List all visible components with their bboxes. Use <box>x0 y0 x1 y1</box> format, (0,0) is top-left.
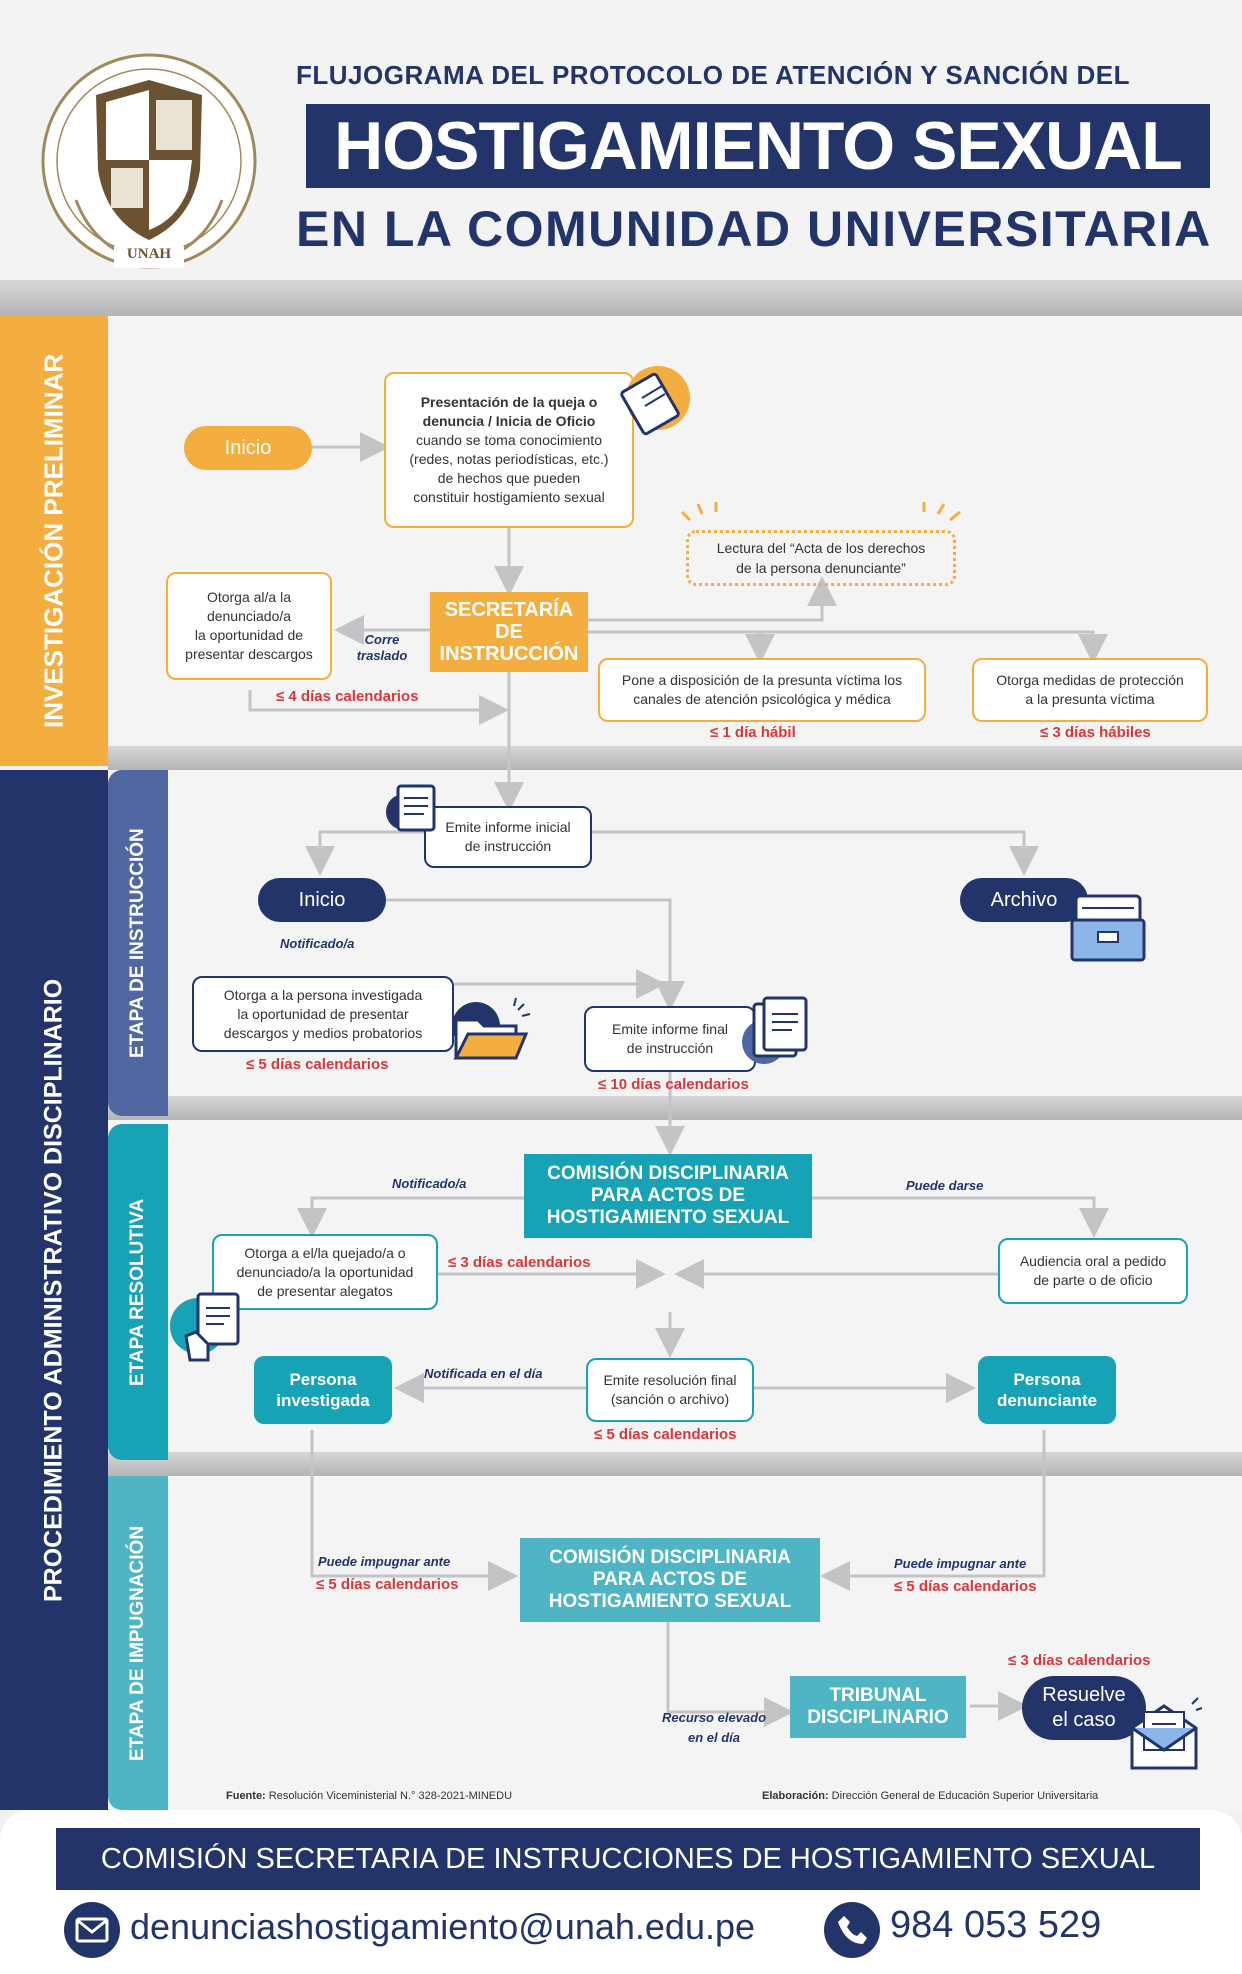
band-impugnacion <box>108 1476 1242 1810</box>
header-divider <box>0 280 1242 316</box>
band-divider-2 <box>108 1096 1242 1120</box>
document-icon <box>620 366 690 436</box>
folder-icon <box>452 997 531 1060</box>
recurso-elevado-label: Recurso elevado en el día <box>661 1710 767 1745</box>
descargos-probatorios-box: Otorga a la persona investigada la oport… <box>192 976 454 1052</box>
puede-darse-label: Puede darse <box>906 1178 984 1193</box>
source-note: Fuente: Resolución Viceministerial N.° 3… <box>226 1790 512 1802</box>
plazo-3-dias-impug: ≤ 3 días calendarios <box>1008 1652 1151 1669</box>
archive-drawer-icon <box>1070 894 1146 962</box>
atencion-box: Pone a disposición de la presunta víctim… <box>598 658 926 722</box>
alegatos-box: Otorga a el/la quejado/a o denunciado/a … <box>212 1234 438 1310</box>
persona-denunciante-box: Persona denunciante <box>978 1356 1116 1424</box>
plazo-1-dia: ≤ 1 día hábil <box>710 724 796 741</box>
resolucion-final-box: Emite resolución final (sanción o archiv… <box>586 1358 754 1422</box>
band-divider-3 <box>108 1452 1242 1476</box>
archivo-pill: Archivo <box>960 878 1088 922</box>
source-text: Resolución Viceministerial N.° 328-2021-… <box>265 1790 513 1802</box>
mail-icon <box>64 1902 120 1958</box>
elaboracion-label: Elaboración: <box>762 1790 829 1802</box>
contact-email[interactable]: denunciashostigamiento@unah.edu.pe <box>130 1906 756 1947</box>
plazo-10-dias: ≤ 10 días calendarios <box>598 1076 749 1093</box>
footer-banner: COMISIÓN SECRETARIA DE INSTRUCCIONES DE … <box>56 1828 1200 1890</box>
descargos-box: Otorga al/a la denunciado/a la oportunid… <box>166 572 332 680</box>
plazo-5-dias-instr: ≤ 5 días calendarios <box>246 1056 389 1073</box>
complaint-detail: cuando se toma conocimiento (redes, nota… <box>409 432 609 505</box>
plazo-3-habiles: ≤ 3 días hábiles <box>1040 724 1151 741</box>
contact-phone[interactable]: 984 053 529 <box>890 1904 1102 1946</box>
seal-logo <box>41 53 257 269</box>
start-pill-instruccion: Inicio <box>258 878 386 922</box>
comision-box-resolutiva: COMISIÓN DISCIPLINARIA PARA ACTOS DE HOS… <box>524 1154 812 1238</box>
puede-impugnar-right: Puede impugnar ante <box>894 1556 1027 1571</box>
corre-traslado-label: Corre traslado <box>356 632 408 663</box>
elaboracion-text: Dirección General de Educación Superior … <box>828 1790 1099 1802</box>
persona-investigada-box: Persona investigada <box>254 1356 392 1424</box>
elaboracion-note: Elaboración: Dirección General de Educac… <box>762 1790 1098 1802</box>
title-line2-bg <box>306 104 1210 188</box>
resuelve-pill: Resuelve el caso <box>1022 1676 1146 1740</box>
clipboard-icon <box>386 784 436 832</box>
secretaria-box: SECRETARÍA DE INSTRUCCIÓN <box>430 592 588 672</box>
title-line2: HOSTIGAMIENTO SEXUAL <box>334 108 1183 184</box>
plazo-impugnar-right: ≤ 5 días calendarios <box>894 1578 1037 1595</box>
source-label: Fuente: <box>226 1790 266 1802</box>
envelope-icon <box>1130 1697 1203 1770</box>
report-icon <box>742 996 808 1064</box>
audiencia-box: Audiencia oral a pedido de parte o de of… <box>998 1238 1188 1304</box>
medidas-box: Otorga medidas de protección a la presun… <box>972 658 1208 722</box>
header: UNAH FLUJOGRAMA DEL PROTOCOLO DE ATENCIÓ… <box>0 0 1242 280</box>
complaint-box: Presentación de la queja o denuncia / In… <box>384 372 634 528</box>
highlight-rays <box>680 502 961 522</box>
puede-impugnar-left: Puede impugnar ante <box>318 1554 451 1569</box>
lectura-box: Lectura del “Acta de los derechos de la … <box>686 530 956 586</box>
plazo-5-dias-resol: ≤ 5 días calendarios <box>594 1426 737 1443</box>
seal-abbr: UNAH <box>126 246 172 262</box>
title-line3: EN LA COMUNIDAD UNIVERSITARIA <box>296 201 1212 257</box>
start-pill-preliminar: Inicio <box>184 426 312 470</box>
informe-final-box: Emite informe final de instrucción <box>584 1006 756 1072</box>
band-divider-1 <box>108 746 1242 770</box>
plazo-3-dias-resol: ≤ 3 días calendarios <box>448 1254 591 1271</box>
hand-document-icon <box>170 1292 240 1362</box>
complaint-title: Presentación de la queja o denuncia / In… <box>420 394 598 429</box>
notificada-dia-label: Notificada en el día <box>424 1366 543 1381</box>
notificado-label-resol: Notificado/a <box>392 1176 467 1191</box>
plazo-4-dias: ≤ 4 días calendarios <box>276 688 419 705</box>
title-line1: FLUJOGRAMA DEL PROTOCOLO DE ATENCIÓN Y S… <box>296 60 1130 90</box>
notificado-label-instr: Notificado/a <box>280 936 355 951</box>
phone-icon <box>824 1902 880 1958</box>
tribunal-box: TRIBUNAL DISCIPLINARIO <box>790 1676 966 1738</box>
comision-box-impugnacion: COMISIÓN DISCIPLINARIA PARA ACTOS DE HOS… <box>520 1538 820 1622</box>
informe-inicial-box: Emite informe inicial de instrucción <box>424 806 592 868</box>
plazo-impugnar-left: ≤ 5 días calendarios <box>316 1576 459 1593</box>
